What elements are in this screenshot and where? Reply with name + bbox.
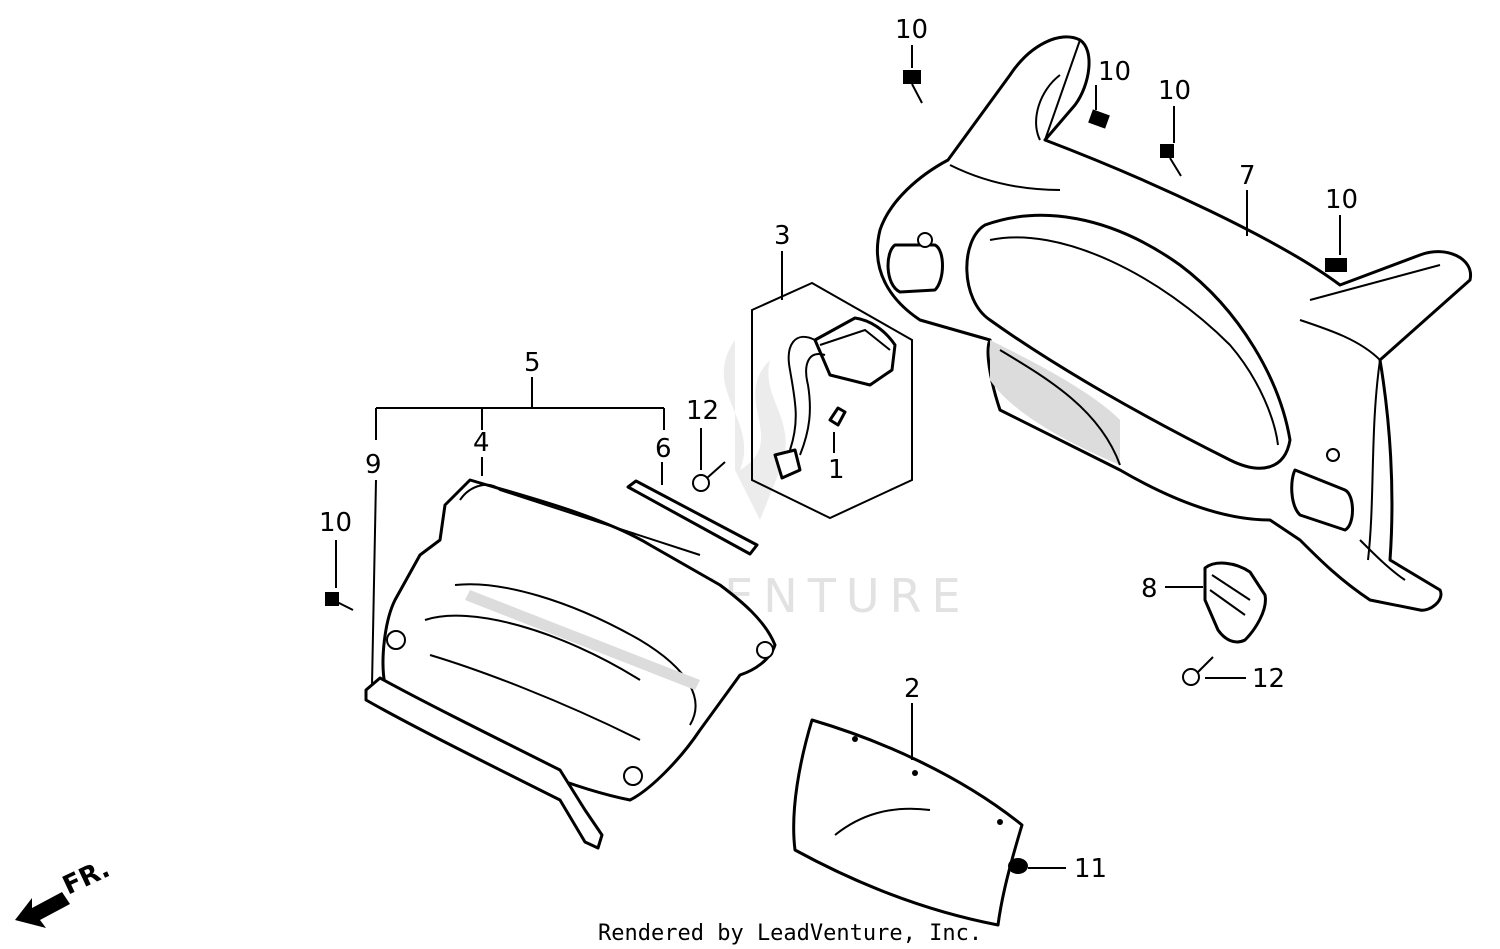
- footer-credit: Rendered by LeadVenture, Inc.: [598, 921, 982, 946]
- part-3-group-box: [751, 281, 913, 520]
- callout-11: 11: [1074, 854, 1107, 884]
- callout-12: 12: [686, 396, 719, 426]
- callout-12: 12: [1252, 664, 1285, 694]
- part-11-clip: [1008, 858, 1028, 874]
- callout-4: 4: [473, 428, 490, 458]
- bolt-10-e: [325, 592, 354, 611]
- callout-1: 1: [828, 455, 845, 485]
- bolt-10-b: [1088, 109, 1110, 129]
- part-8-bracket: [1203, 561, 1267, 644]
- leader-lines: [335, 45, 1341, 869]
- bolt-10-d: [1325, 258, 1347, 272]
- callout-2: 2: [904, 674, 921, 704]
- part-6-seal-strip: [626, 479, 759, 556]
- front-indicator: FR.: [15, 854, 115, 928]
- screw-12-b: [1182, 656, 1214, 686]
- callout-10: 10: [895, 15, 928, 45]
- part-9-trim-strip: [364, 676, 604, 850]
- callout-8: 8: [1141, 574, 1158, 604]
- screw-12-a: [692, 461, 726, 492]
- part-2-lid: [792, 718, 1024, 927]
- callout-10: 10: [1098, 57, 1131, 87]
- bolt-10-c: [1160, 144, 1182, 177]
- callout-5: 5: [524, 348, 541, 378]
- callout-7: 7: [1239, 161, 1256, 191]
- bolt-10-a: [903, 70, 923, 104]
- callout-10: 10: [1325, 185, 1358, 215]
- callout-9: 9: [365, 450, 382, 480]
- callout-10: 10: [1158, 76, 1191, 106]
- callout-3: 3: [774, 221, 791, 251]
- part-7-rear-cover: [875, 35, 1472, 612]
- front-label: FR.: [58, 854, 114, 902]
- front-arrow-icon: [15, 892, 70, 928]
- callout-6: 6: [655, 434, 672, 464]
- part-4-inner-panel: [381, 478, 777, 802]
- callout-10: 10: [319, 508, 352, 538]
